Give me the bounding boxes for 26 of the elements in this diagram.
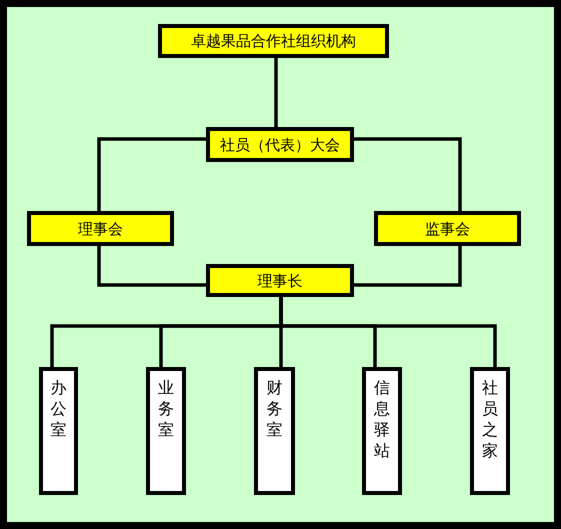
connector-line — [274, 56, 278, 129]
connector-line — [352, 244, 462, 287]
org-box — [374, 211, 521, 246]
department-box — [39, 367, 78, 495]
org-box — [158, 24, 389, 58]
department-box — [254, 367, 295, 495]
vertical-label: 信息驿站 — [374, 377, 390, 462]
connector-line — [279, 295, 497, 369]
connector-line — [352, 137, 462, 213]
vertical-label: 业务室 — [158, 377, 174, 440]
org-box — [206, 127, 354, 162]
org-box — [27, 211, 174, 246]
org-box — [206, 264, 354, 297]
department-box — [470, 367, 510, 495]
vertical-label: 办公室 — [50, 377, 66, 440]
node-label: 理事长 — [258, 272, 302, 290]
node-label: 监事会 — [425, 220, 470, 238]
node-label: 卓越果品合作社组织机构 — [191, 32, 356, 50]
vertical-label: 社员之家 — [482, 377, 498, 462]
department-box — [362, 367, 402, 495]
connector-line — [97, 137, 208, 213]
department-box — [146, 367, 186, 495]
node-label: 理事会 — [78, 220, 123, 238]
vertical-label: 财务室 — [266, 377, 282, 440]
node-label: 社员（代表）大会 — [220, 136, 340, 154]
connector-line — [97, 244, 208, 287]
